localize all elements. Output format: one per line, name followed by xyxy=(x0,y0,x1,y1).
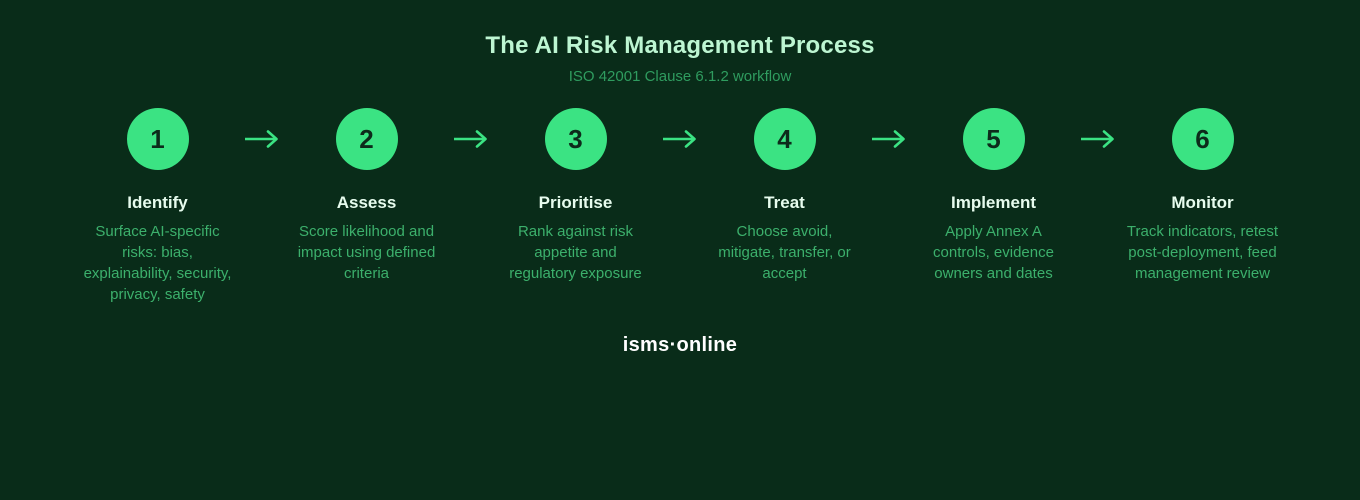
step-number: 4 xyxy=(777,123,792,154)
step-description: Track indicators, retest post-deployment… xyxy=(1126,223,1279,282)
step-number-badge: 4 xyxy=(753,108,816,170)
arrow-right-icon xyxy=(242,128,282,150)
step-monitor: 6 Monitor Track indicators, retest post-… xyxy=(1118,108,1287,284)
step-number: 2 xyxy=(359,123,374,154)
step-label: Monitor xyxy=(1171,193,1234,212)
step-identify: 1 Identify Surface AI-specific risks: bi… xyxy=(73,108,242,305)
page-title: The AI Risk Management Process xyxy=(485,32,875,59)
step-number: 1 xyxy=(150,123,165,154)
step-treat: 4 Treat Choose avoid, mitigate, transfer… xyxy=(700,108,869,284)
step-number-badge: 1 xyxy=(126,108,189,170)
step-description: Score likelihood and impact using define… xyxy=(297,223,436,282)
step-label: Assess xyxy=(336,193,397,212)
page-subtitle: ISO 42001 Clause 6.1.2 workflow xyxy=(568,68,792,85)
step-description: Apply Annex A controls, evidence owners … xyxy=(933,223,1054,282)
isms-online-logo: isms·online xyxy=(622,334,738,356)
step-label: Prioritise xyxy=(538,193,613,212)
step-number-badge: 5 xyxy=(962,108,1025,170)
step-description: Surface AI-specific risks: bias, explain… xyxy=(83,223,232,303)
arrow-right-icon xyxy=(869,128,909,150)
arrow-right-icon xyxy=(451,128,491,150)
step-number-badge: 2 xyxy=(335,108,398,170)
step-number-badge: 3 xyxy=(544,108,607,170)
step-label: Identify xyxy=(127,193,188,212)
step-implement: 5 Implement Apply Annex A controls, evid… xyxy=(909,108,1078,284)
step-description: Choose avoid, mitigate, transfer, or acc… xyxy=(718,223,851,282)
step-label: Treat xyxy=(764,193,805,212)
step-prioritise: 3 Prioritise Rank against risk appetite … xyxy=(491,108,660,284)
step-number: 6 xyxy=(1195,123,1210,154)
arrow-right-icon xyxy=(1078,128,1118,150)
step-label: Implement xyxy=(950,193,1037,212)
step-number-badge: 6 xyxy=(1171,108,1234,170)
arrow-right-icon xyxy=(660,128,700,150)
step-number: 3 xyxy=(568,123,583,154)
step-assess: 2 Assess Score likelihood and impact usi… xyxy=(282,108,451,284)
step-number: 5 xyxy=(986,123,1001,154)
step-description: Rank against risk appetite and regulator… xyxy=(509,223,642,282)
process-flow: 1 Identify Surface AI-specific risks: bi… xyxy=(0,108,1360,305)
